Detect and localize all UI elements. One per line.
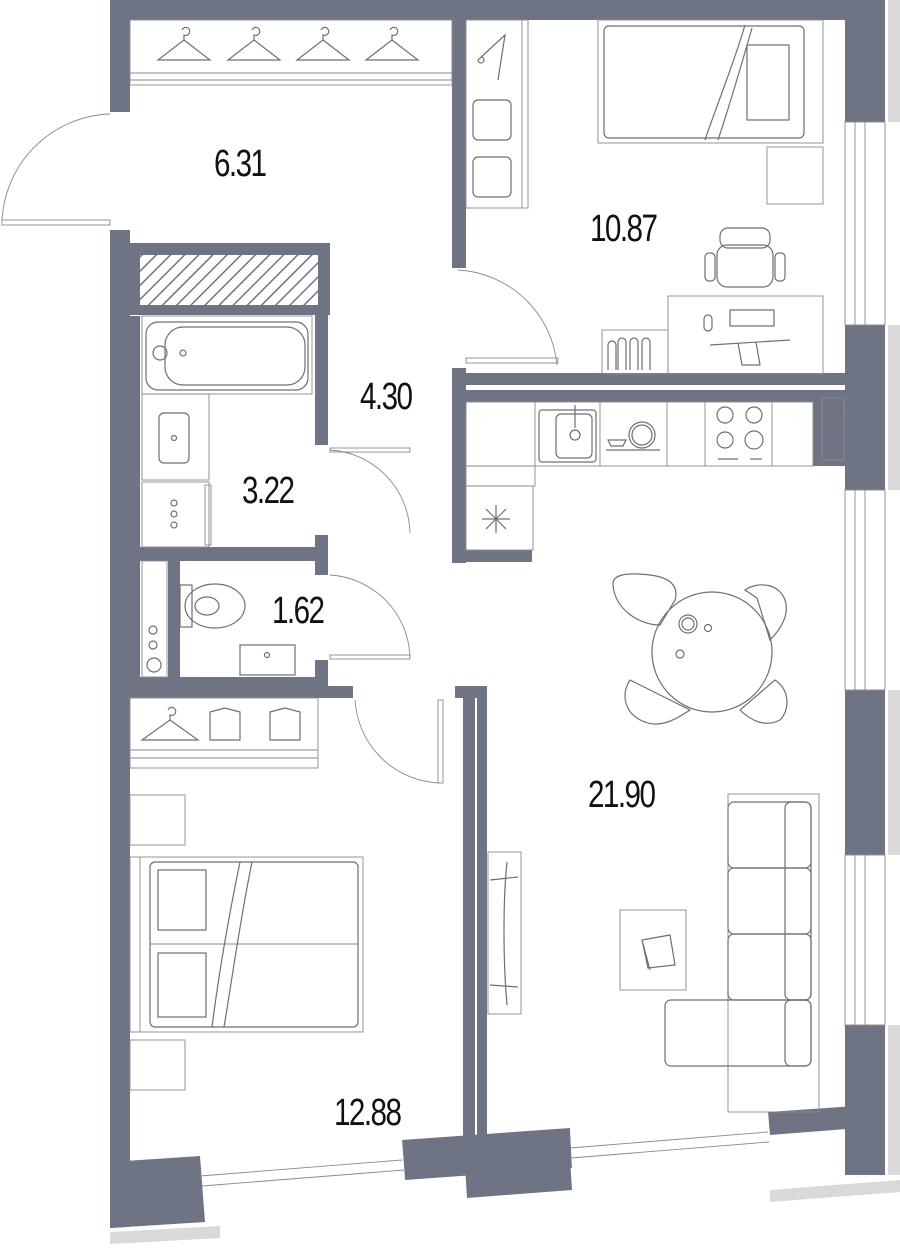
dishwasher-icon [606, 421, 660, 451]
shaft-hatch [140, 255, 318, 305]
snowflake-icon [482, 505, 510, 533]
office-chair-icon [704, 227, 786, 288]
kitchen-furniture [465, 397, 845, 725]
area-label-bathroom: 3.22 [242, 470, 295, 512]
sink-icon [538, 405, 597, 463]
stove-icon [716, 406, 764, 460]
bathroom-fixtures [141, 315, 313, 678]
hanger-icon [156, 26, 420, 61]
dining-table [612, 573, 788, 725]
area-label-corridor: 4.30 [360, 376, 413, 418]
large-bedroom-furniture [129, 697, 364, 1091]
area-label-wc: 1.62 [272, 590, 325, 632]
toilet-icon [179, 583, 246, 629]
doors [1, 113, 559, 784]
small-bedroom-furniture [465, 19, 824, 375]
walls [110, 0, 885, 1228]
hallway-wardrobe [129, 19, 453, 86]
area-label-hallway: 6.31 [214, 143, 267, 185]
area-label-small-bedroom: 10.87 [590, 208, 658, 250]
area-label-living-kitchen: 21.90 [588, 774, 656, 816]
exterior-strips [110, 0, 900, 1244]
area-label-large-bedroom: 12.88 [334, 1092, 402, 1134]
living-room-furniture [487, 793, 820, 1113]
windows [199, 121, 886, 1196]
